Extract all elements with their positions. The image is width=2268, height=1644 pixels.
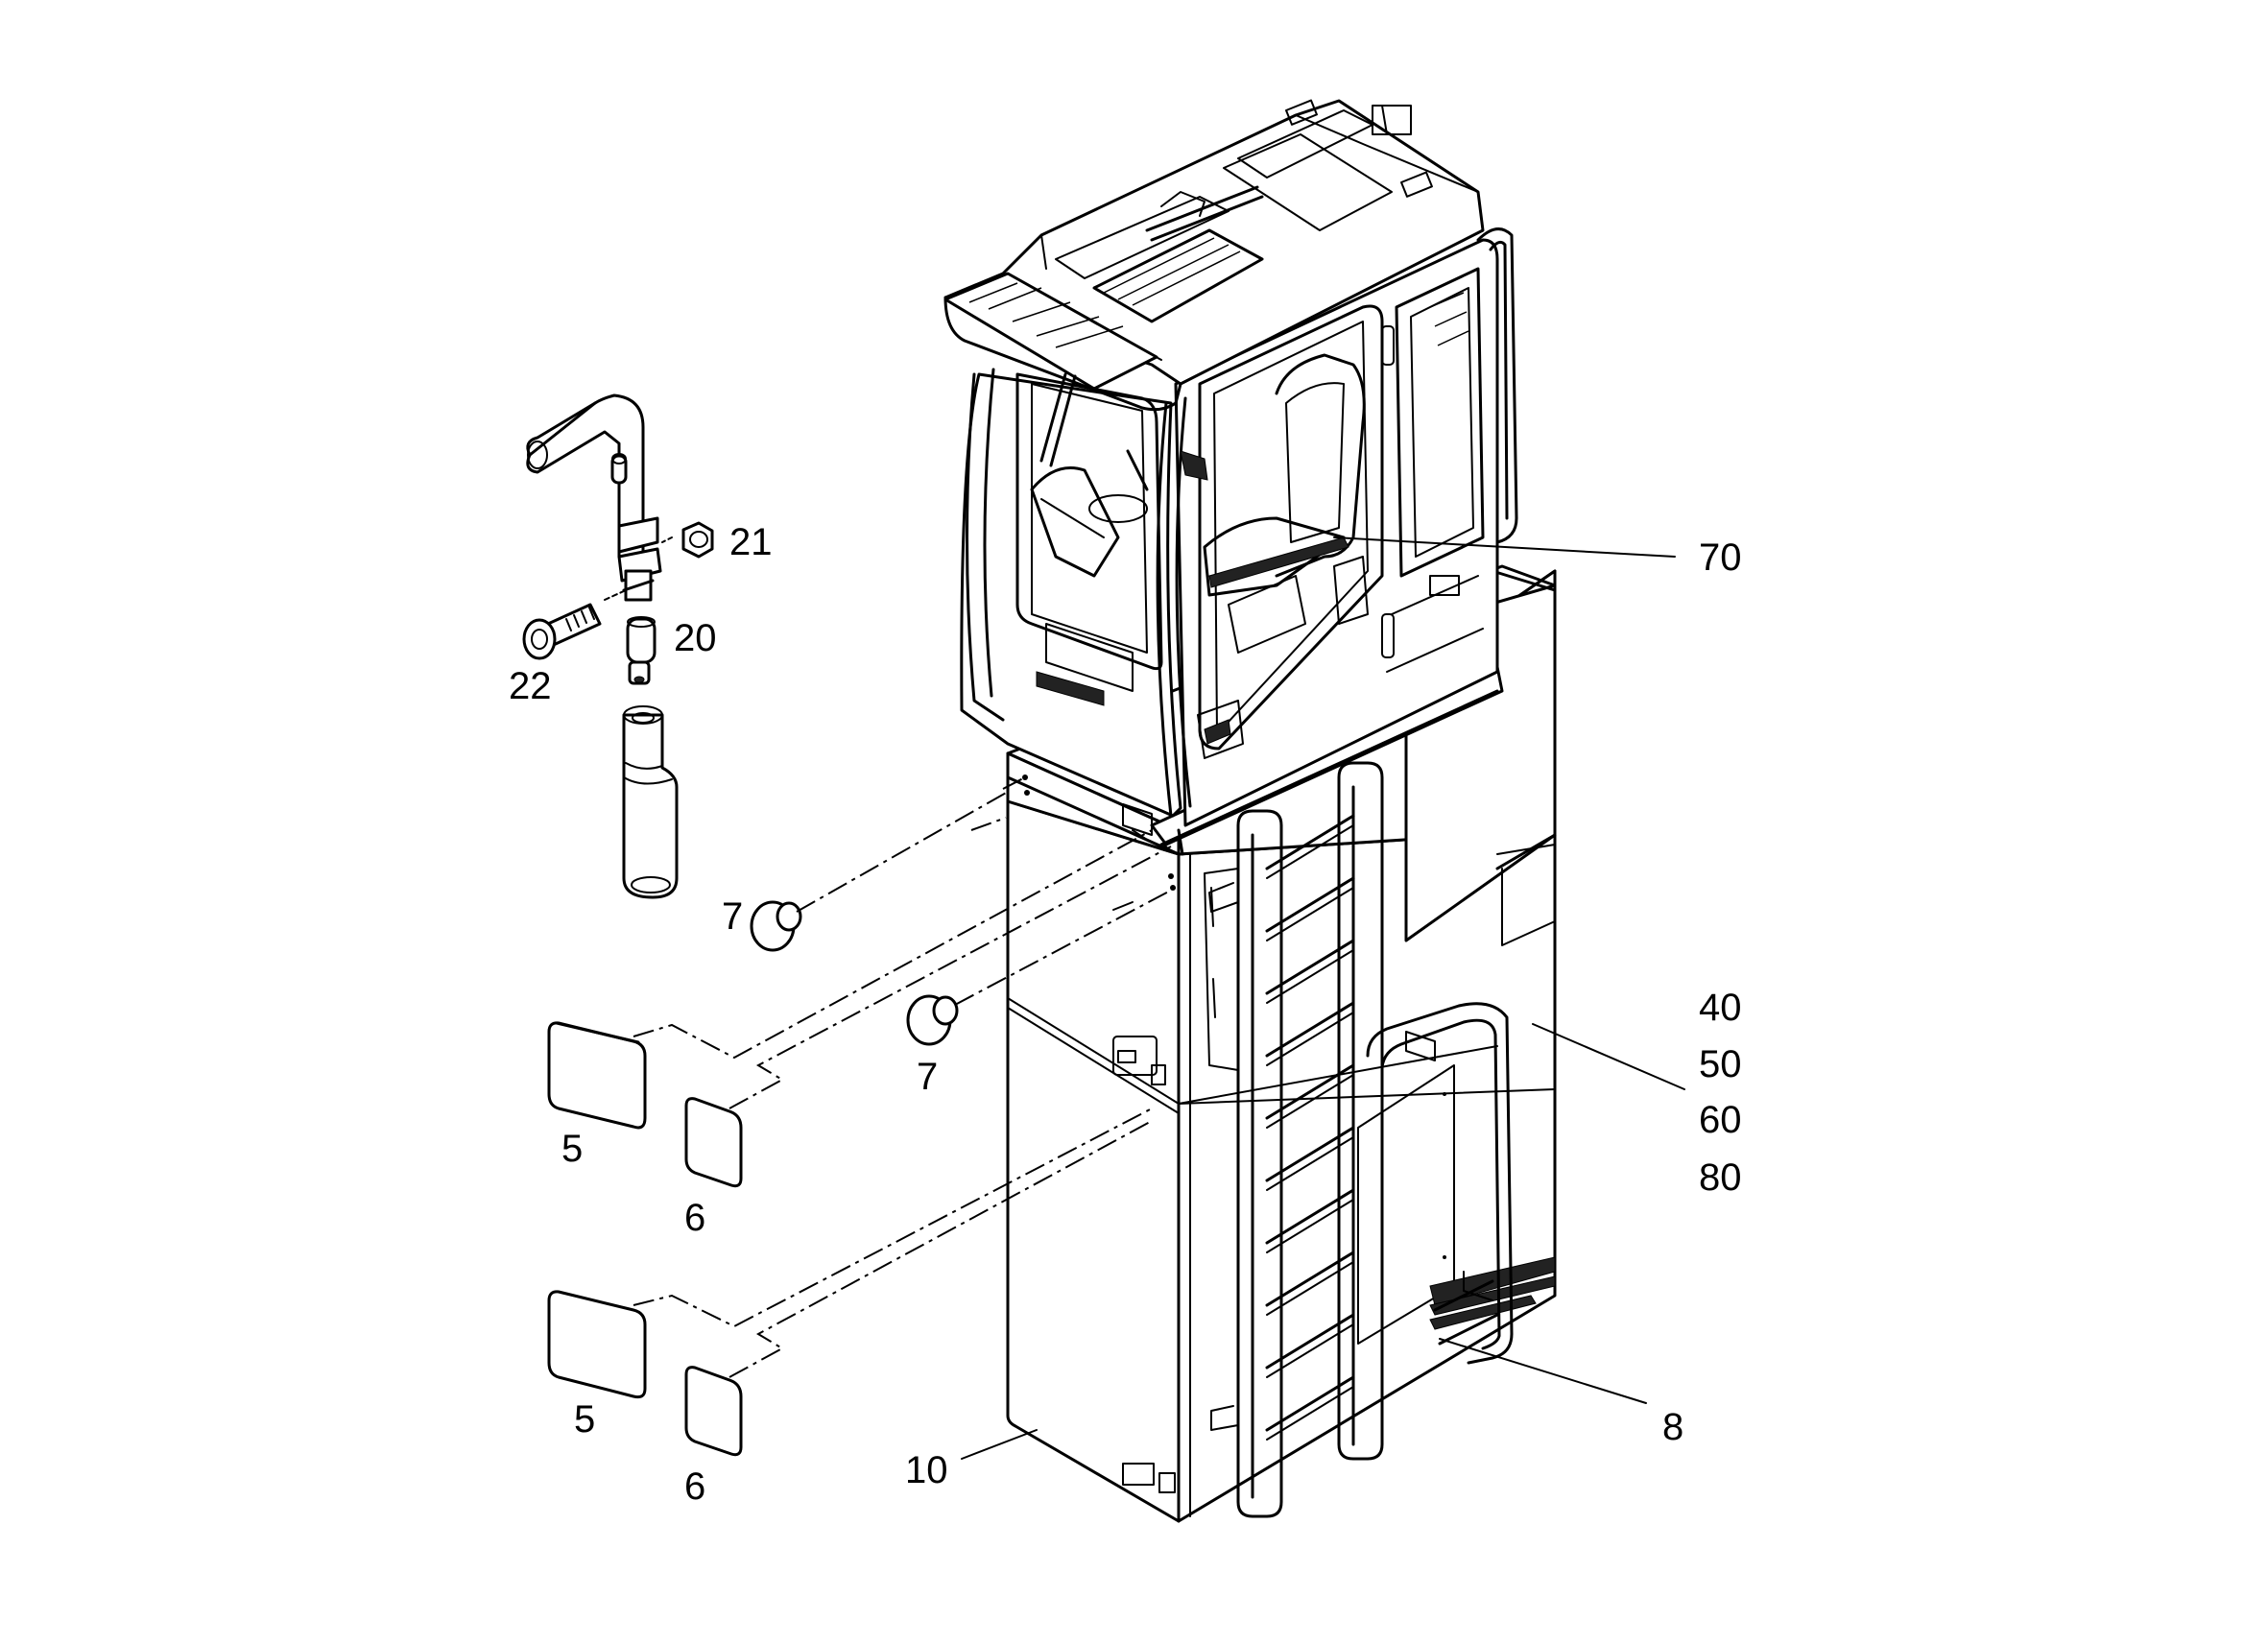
ladder	[1208, 761, 1384, 1518]
callout-7-lower: 7	[917, 1056, 938, 1098]
leader-70	[1333, 536, 1676, 558]
callout-10: 10	[905, 1449, 948, 1491]
callout-6-lower: 6	[684, 1465, 705, 1508]
nut-21	[661, 521, 714, 559]
callout-21: 21	[729, 521, 773, 563]
ladder-rungs	[1265, 814, 1355, 1441]
callout-5-lower: 5	[574, 1398, 595, 1441]
pad-5-lower	[547, 1290, 647, 1399]
callout-22: 22	[509, 665, 552, 707]
callout-6-upper: 6	[684, 1197, 705, 1239]
callout-80: 80	[1699, 1156, 1742, 1199]
pad-5-upper	[547, 1021, 647, 1130]
callout-labels: 70 21 20 22 7 7 40 50 60 80 5 6 5 6 8 10	[509, 521, 1742, 1508]
pad-6-lower	[684, 1366, 743, 1457]
pad-6-upper	[684, 1097, 743, 1188]
cab	[943, 99, 1518, 856]
callout-20: 20	[674, 617, 717, 659]
callout-5-upper: 5	[561, 1128, 583, 1170]
callout-40: 40	[1699, 987, 1742, 1029]
leader-10	[961, 1429, 1038, 1460]
callout-7-upper: 7	[722, 895, 743, 938]
handrail	[1366, 1002, 1514, 1365]
operator-seat	[1203, 353, 1369, 654]
plug-7-lower	[906, 887, 1177, 1046]
callout-50: 50	[1699, 1043, 1742, 1085]
leader-40-80	[1532, 1023, 1685, 1090]
callout-70: 70	[1699, 536, 1742, 579]
plug-7-upper	[750, 791, 1009, 952]
callout-60: 60	[1699, 1099, 1742, 1141]
assembly-lines	[633, 774, 1176, 1378]
callout-8: 8	[1662, 1406, 1683, 1448]
leader-8	[1439, 1338, 1647, 1404]
pin-assembly	[522, 393, 714, 899]
bolt-22	[522, 589, 627, 660]
